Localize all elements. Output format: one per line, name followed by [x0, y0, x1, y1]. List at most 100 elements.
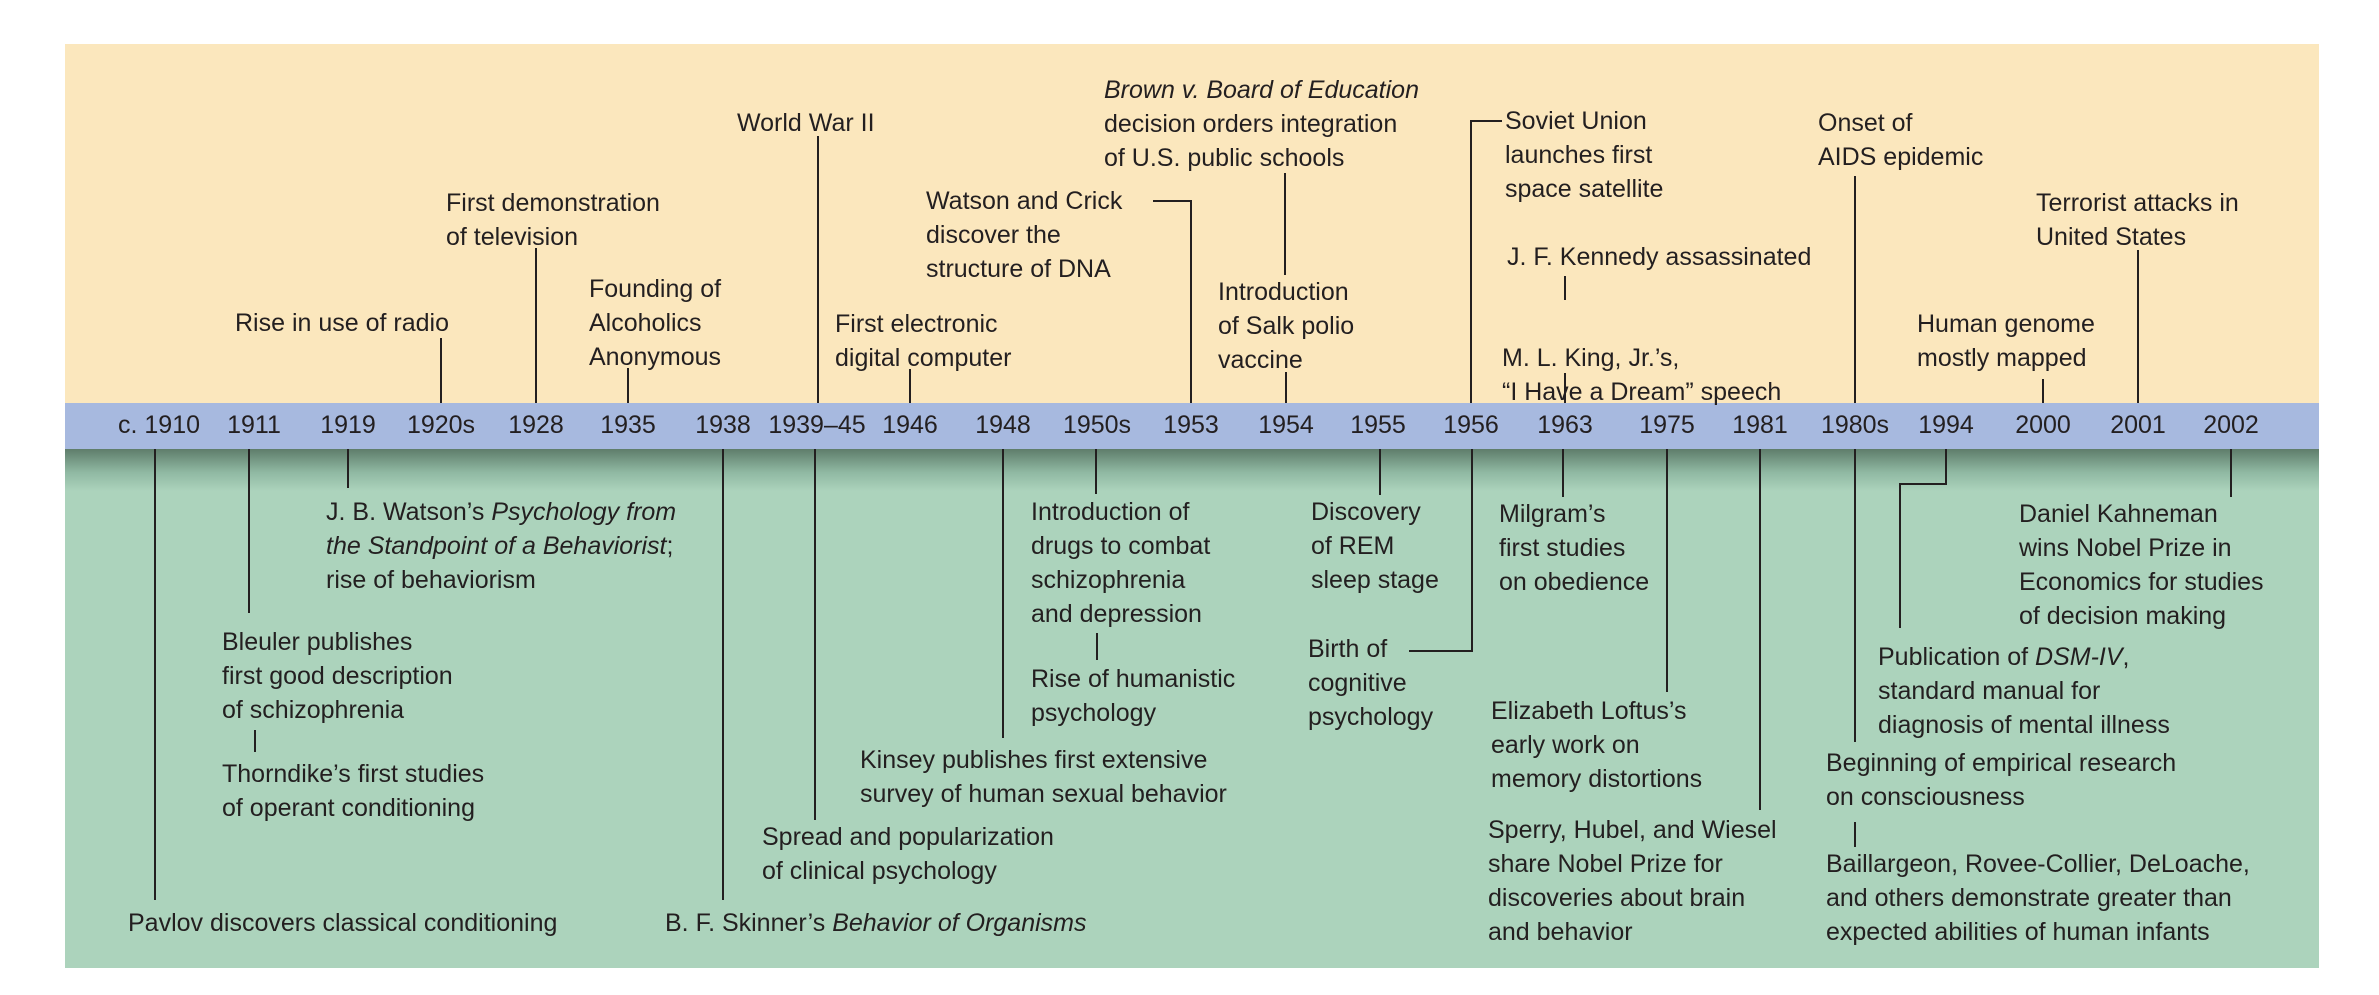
text-run: First demonstration [446, 189, 660, 217]
text-run: United States [2036, 223, 2187, 251]
year-axis-band [65, 403, 2319, 449]
label-line: memory distortions [1491, 762, 1702, 796]
year-label-1950s: 1950s [1062, 411, 1132, 439]
text-run: Birth of [1308, 635, 1388, 663]
text-run: on obedience [1499, 568, 1650, 596]
psychology-event-infants: Baillargeon, Rovee-Collier, DeLoache, and… [1826, 847, 2250, 949]
italic-title: the Standpoint of a Behaviorist [326, 532, 667, 560]
text-run: first good description [222, 662, 453, 690]
text-run: digital computer [835, 344, 1012, 372]
label-line: vaccine [1218, 343, 1354, 377]
year-label-1938: 1938 [695, 411, 751, 439]
text-run: psychology [1308, 703, 1434, 731]
label-line: of clinical psychology [762, 854, 1054, 888]
label-line: of REM [1311, 529, 1439, 563]
label-line: Terrorist attacks in [2036, 186, 2239, 220]
text-run: Introduction of [1031, 498, 1190, 526]
italic-title: Behavior of Organisms [832, 909, 1087, 937]
text-run: and others demonstrate greater than [1826, 884, 2232, 912]
text-run: and depression [1031, 600, 1202, 628]
label-line: J. B. Watson’s Psychology from [326, 495, 676, 529]
text-run: Anonymous [589, 343, 722, 371]
year-label-1994: 1994 [1918, 411, 1974, 439]
label-line: structure of DNA [926, 252, 1122, 286]
label-line: United States [2036, 220, 2239, 254]
label-line: psychology [1308, 700, 1433, 734]
text-run: , [2122, 643, 2130, 671]
italic-title: Psychology from [491, 498, 677, 526]
year-label-1980s: 1980s [1820, 411, 1890, 439]
label-line: M. L. King, Jr.’s, [1502, 341, 1781, 375]
world-event-terror: Terrorist attacks in United States [2036, 186, 2239, 254]
text-run: Baillargeon, Rovee-Collier, DeLoache, [1826, 850, 2250, 878]
label-line: Beginning of empirical research [1826, 746, 2176, 780]
text-run: launches first [1505, 141, 1653, 169]
label-line: early work on [1491, 728, 1702, 762]
psychology-event-milgram: Milgram’s first studies on obedience [1499, 497, 1649, 599]
text-run: Bleuler publishes [222, 628, 413, 656]
text-run: Rise in use of radio [235, 309, 450, 337]
label-line: wins Nobel Prize in [2019, 531, 2264, 565]
psychology-events-band [65, 491, 2319, 968]
label-line: first studies [1499, 531, 1649, 565]
text-run: Human genome [1917, 310, 2095, 338]
text-run: Sperry, Hubel, and Wiesel [1488, 816, 1777, 844]
text-run: decision orders integration [1104, 110, 1398, 138]
label-line: Human genome [1917, 307, 2095, 341]
text-run: vaccine [1218, 346, 1303, 374]
label-line: Alcoholics [589, 306, 721, 340]
label-line: and behavior [1488, 915, 1777, 949]
label-line: share Nobel Prize for [1488, 847, 1777, 881]
text-run: first studies [1499, 534, 1626, 562]
label-line: of schizophrenia [222, 693, 453, 727]
label-line: launches first [1505, 138, 1663, 172]
label-line: psychology [1031, 696, 1235, 730]
connector-sputnik [1470, 120, 1502, 403]
psychology-event-skinner: B. F. Skinner’s Behavior of Organisms [665, 906, 1086, 940]
text-run: Onset of [1818, 109, 1913, 137]
year-label-1919: 1919 [320, 411, 376, 439]
text-run: Milgram’s [1499, 500, 1606, 528]
text-run: standard manual for [1878, 677, 2101, 705]
label-line: Onset of [1818, 106, 1983, 140]
label-line: and depression [1031, 597, 1210, 631]
label-line: Spread and popularization [762, 820, 1054, 854]
text-run: Discovery [1311, 498, 1421, 526]
label-line: survey of human sexual behavior [860, 777, 1227, 811]
label-line: Anonymous [589, 340, 721, 374]
label-line: sleep stage [1311, 563, 1439, 597]
text-run: Watson and Crick [926, 187, 1123, 215]
label-line: Soviet Union [1505, 104, 1663, 138]
label-line: Birth of [1308, 632, 1433, 666]
text-run: wins Nobel Prize in [2019, 534, 2232, 562]
label-line: Thorndike’s first studies [222, 757, 484, 791]
text-run: Founding of [589, 275, 722, 303]
text-run: of U.S. public schools [1104, 144, 1345, 172]
text-run: expected abilities of human infants [1826, 918, 2210, 946]
text-run: early work on [1491, 731, 1640, 759]
text-run: “I Have a Dream” speech [1502, 378, 1782, 406]
label-line: Pavlov discovers classical conditioning [128, 906, 557, 940]
label-line: J. F. Kennedy assassinated [1507, 240, 1811, 274]
label-line: First electronic [835, 307, 1011, 341]
text-run: Economics for studies [2019, 568, 2264, 596]
label-line: “I Have a Dream” speech [1502, 375, 1781, 409]
text-run: structure of DNA [926, 255, 1111, 283]
text-run: B. F. Skinner’s [665, 909, 833, 937]
world-event-mlk: M. L. King, Jr.’s, “I Have a Dream” speec… [1502, 341, 1781, 409]
year-label-1963: 1963 [1537, 411, 1593, 439]
label-line: Introduction [1218, 275, 1354, 309]
label-line: standard manual for [1878, 674, 2170, 708]
connector-dna [1153, 200, 1192, 403]
text-run: diagnosis of mental illness [1878, 711, 2170, 739]
